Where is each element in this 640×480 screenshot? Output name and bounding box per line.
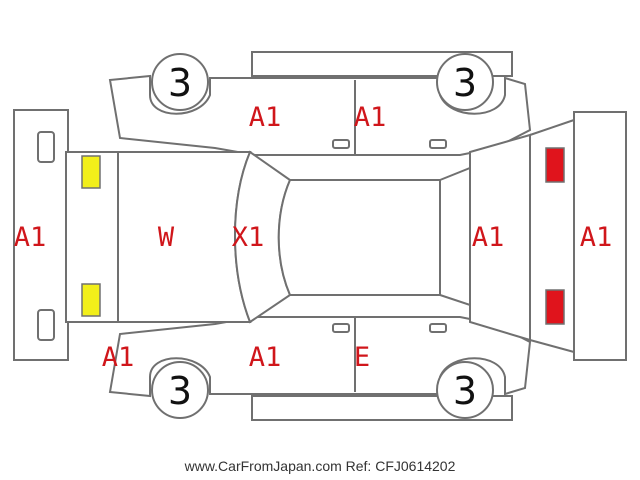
label-hood: W (158, 222, 175, 253)
rear-light-upper (545, 147, 565, 183)
wheel-front-right: 3 (151, 361, 209, 419)
label-windshield: X1 (232, 222, 265, 253)
label-rear-bumper: A1 (580, 222, 613, 253)
wheel-rear-left-number: 3 (453, 61, 477, 105)
wheel-front-left: 3 (151, 53, 209, 111)
front-light-upper (81, 155, 101, 189)
wheel-front-right-number: 3 (168, 369, 192, 413)
wheel-front-left-number: 3 (168, 61, 192, 105)
label-right-front-door: A1 (249, 342, 282, 373)
wheel-rear-right: 3 (436, 361, 494, 419)
label-rear-hatch: A1 (472, 222, 505, 253)
rear-light-lower (545, 289, 565, 325)
label-right-rear-door: E (354, 342, 370, 373)
rear-bumper (573, 111, 627, 361)
wheel-rear-right-number: 3 (453, 369, 477, 413)
label-right-front-corner: A1 (102, 342, 135, 373)
label-front-bumper: A1 (14, 222, 47, 253)
car-top-view (65, 119, 575, 353)
front-bumper (13, 109, 69, 361)
front-light-lower (81, 283, 101, 317)
label-left-front-door: A1 (249, 102, 282, 133)
reference-footer: www.CarFromJapan.com Ref: CFJ0614202 (184, 458, 456, 474)
label-left-rear-door: A1 (354, 102, 387, 133)
wheel-rear-left: 3 (436, 53, 494, 111)
